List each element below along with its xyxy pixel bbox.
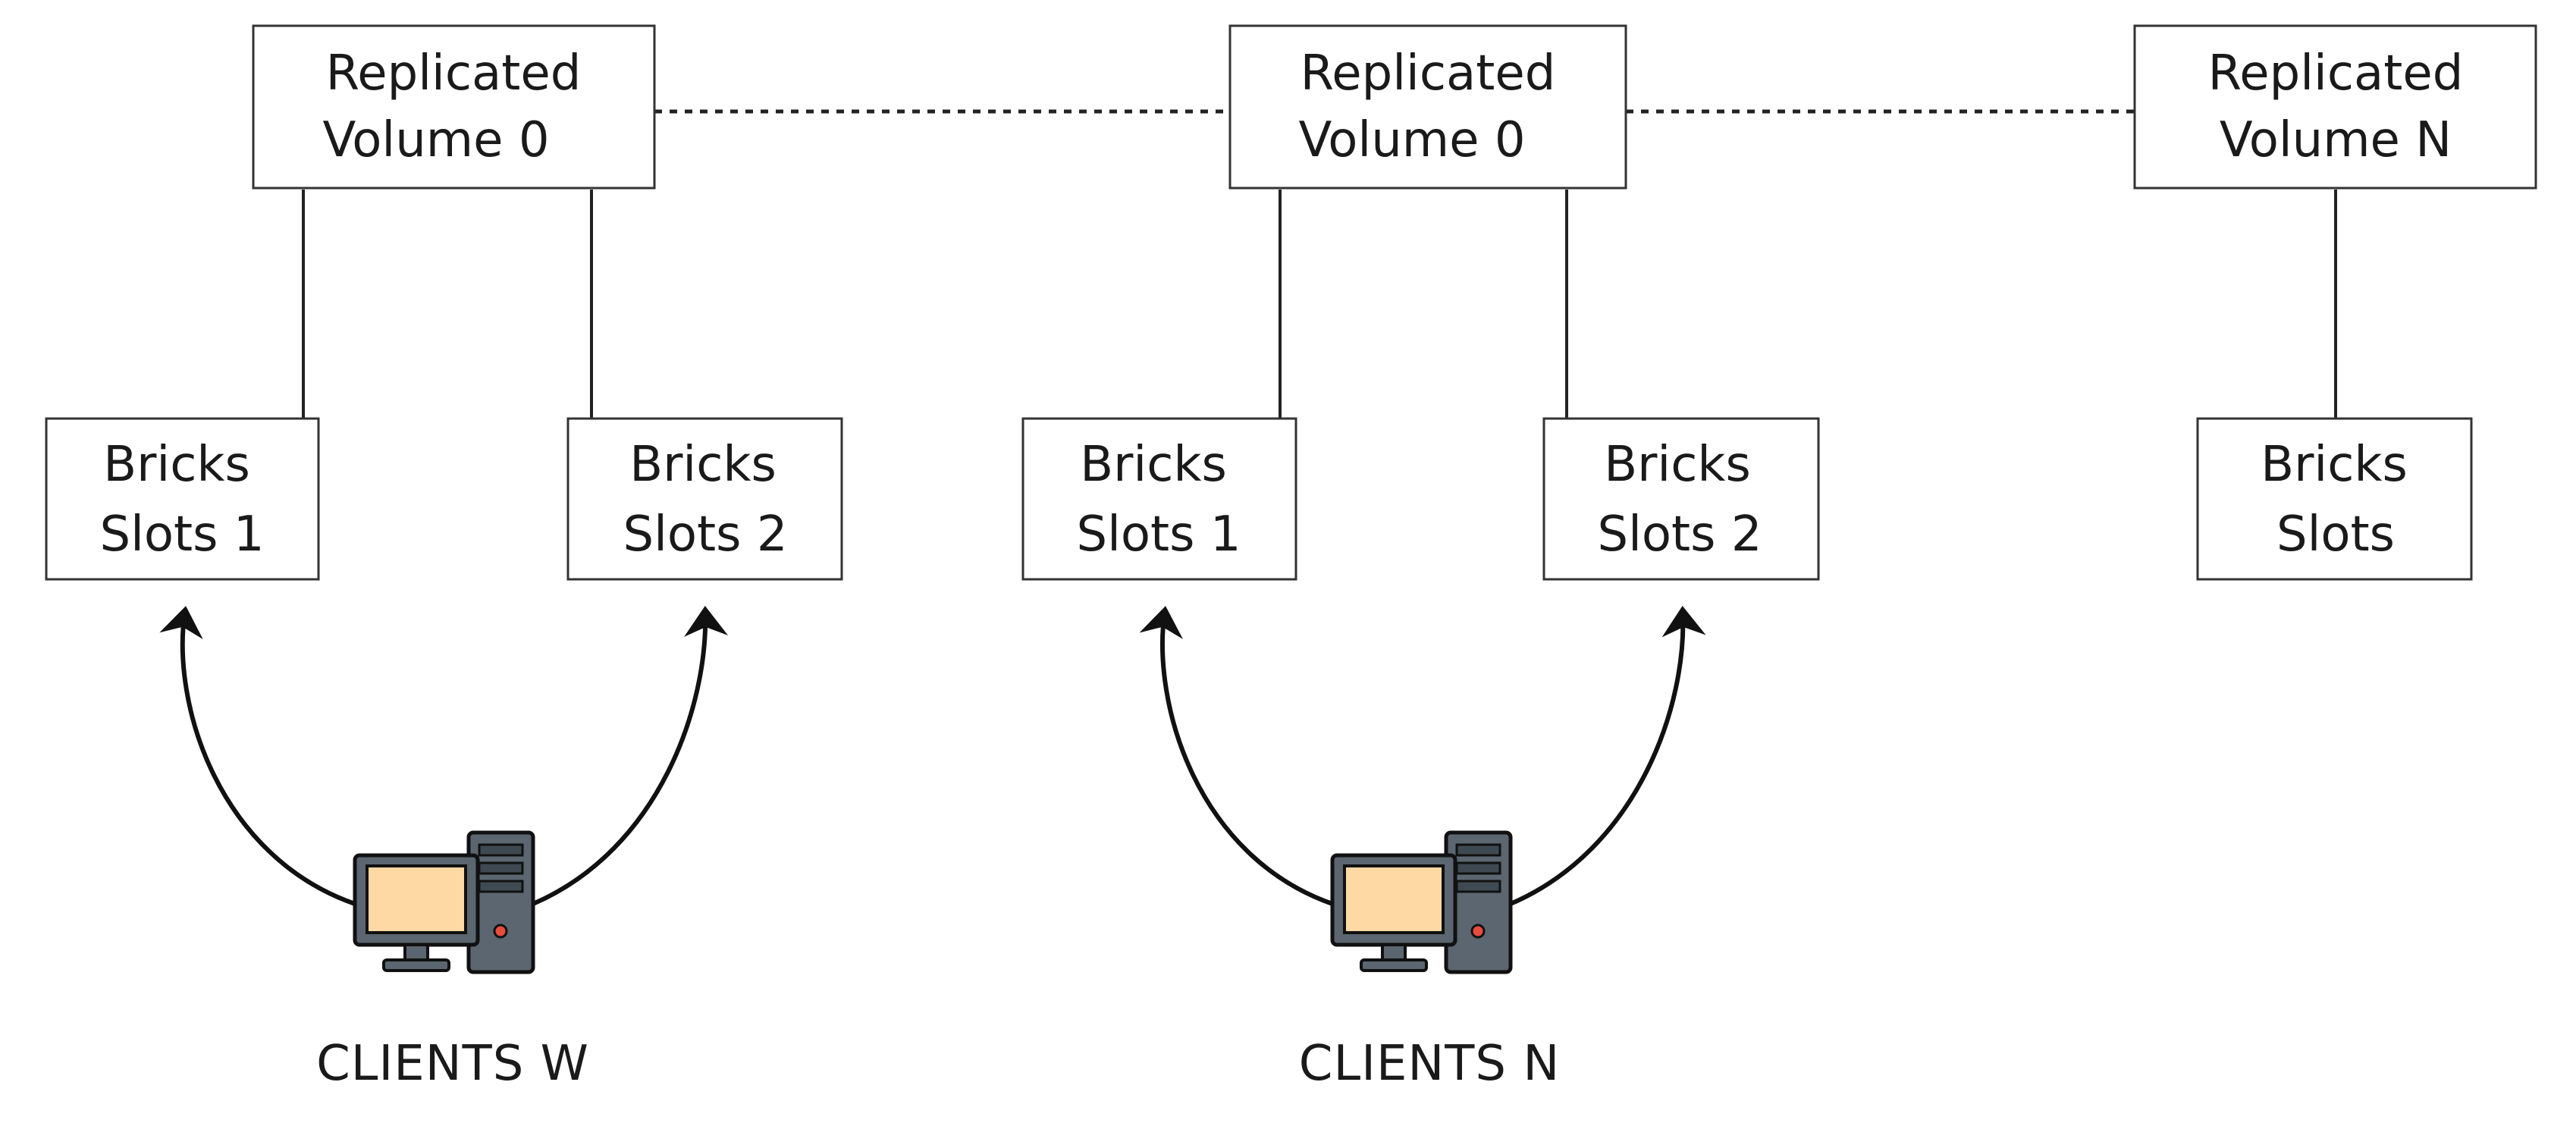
volume-box-0: Replicated Volume 0 (252, 24, 656, 190)
brick-label-line1: Bricks (1080, 437, 1227, 493)
arrow-client-n-to-brick-n1 (1139, 606, 1333, 906)
client-label-w: CLIENTS W (316, 1036, 589, 1092)
volume-label-line2: Volume 0 (322, 112, 549, 168)
arrow-client-w-to-brick-w1 (159, 606, 356, 906)
desktop-computer-icon (353, 830, 535, 974)
brick-box-n1: Bricks Slots 1 (1021, 417, 1297, 581)
brick-label-line2: Slots 1 (99, 507, 264, 563)
brick-box-n2: Bricks Slots 2 (1542, 417, 1820, 581)
arrow-client-n-to-brick-n2 (1509, 606, 1706, 906)
brick-label-line1: Bricks (629, 437, 777, 493)
brick-label-line1: Bricks (1604, 437, 1751, 493)
volume-box-1: Replicated Volume 0 (1228, 24, 1627, 190)
volume-label-line2: Volume N (2220, 112, 2452, 168)
volume-label-line1: Replicated (326, 45, 582, 102)
brick-box-w2: Bricks Slots 2 (566, 417, 843, 581)
brick-label-line2: Slots 2 (623, 507, 787, 563)
client-label-n: CLIENTS N (1299, 1036, 1560, 1092)
volume-label-line1: Replicated (2208, 45, 2464, 102)
brick-label-line1: Bricks (103, 437, 250, 493)
brick-box-w1: Bricks Slots 1 (45, 417, 320, 581)
brick-label-line2: Slots (2276, 507, 2395, 563)
volume-box-N: Replicated Volume N (2133, 24, 2537, 190)
brick-label-line2: Slots 2 (1597, 507, 1762, 563)
brick-box-n: Bricks Slots (2196, 417, 2473, 581)
desktop-computer-icon (1330, 830, 1513, 974)
volume-label-line2: Volume 0 (1298, 112, 1525, 168)
arrow-client-w-to-brick-w2 (532, 606, 729, 906)
brick-label-line2: Slots 1 (1076, 507, 1241, 563)
volume-label-line1: Replicated (1301, 45, 1556, 102)
brick-label-line1: Bricks (2261, 437, 2408, 493)
